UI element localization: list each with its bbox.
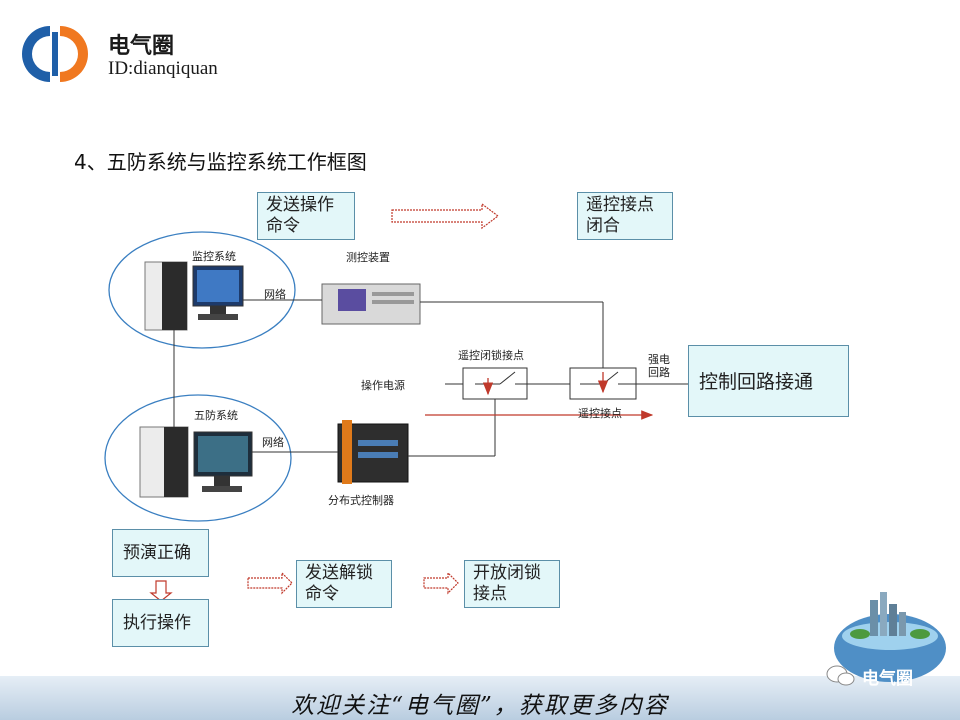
box-preview-ok: 预演正确 <box>112 529 209 577</box>
arrow-down-preview <box>149 580 173 602</box>
distributed-controller-icon <box>337 420 409 484</box>
brand-logo <box>20 22 98 86</box>
watermark-text: 电气圈 <box>862 669 913 689</box>
box-control-loop: 控制回路接通 <box>688 345 849 417</box>
label-five-prevention: 五防系统 <box>194 409 238 422</box>
label-distributed-controller: 分布式控制器 <box>328 494 394 507</box>
globe-city-image <box>830 588 950 688</box>
label-monitor-system: 监控系统 <box>192 250 236 263</box>
arrow-to-send-unlock <box>247 571 293 595</box>
measure-device-icon <box>321 283 421 325</box>
footer-slogan: 欢迎关注“电气圈”，获取更多内容 <box>291 693 669 719</box>
box-execute: 执行操作 <box>112 599 209 647</box>
brand-id: ID:dianqiquan <box>108 58 218 79</box>
arrow-send-to-remote <box>391 202 499 230</box>
box-remote-close: 遥控接点 闭合 <box>577 192 673 240</box>
box-send-unlock: 发送解锁 命令 <box>296 560 392 608</box>
computer-icon-five-prevention <box>139 426 253 498</box>
box-send-command: 发送操作 命令 <box>257 192 355 240</box>
monitor-system-ellipse <box>108 231 296 349</box>
arrow-to-open-lock <box>423 571 459 595</box>
wechat-icon <box>826 664 856 688</box>
label-strong-power-loop: 强电 回路 <box>648 353 670 379</box>
five-prevention-ellipse <box>104 394 292 522</box>
label-remote-lock-contact: 遥控闭锁接点 <box>458 349 524 362</box>
label-network-bottom: 网络 <box>262 436 284 449</box>
label-remote-contact: 遥控接点 <box>578 407 622 420</box>
computer-icon-monitor <box>144 261 244 331</box>
logo-icon <box>22 26 88 82</box>
brand-name: 电气圈 <box>108 34 175 59</box>
box-open-lock: 开放闭锁 接点 <box>464 560 560 608</box>
footer-band <box>0 676 960 720</box>
label-network-top: 网络 <box>264 288 286 301</box>
slide-title: 4、五防系统与监控系统工作框图 <box>74 150 367 174</box>
label-op-power: 操作电源 <box>361 379 405 392</box>
label-measure-device: 测控装置 <box>346 251 390 264</box>
